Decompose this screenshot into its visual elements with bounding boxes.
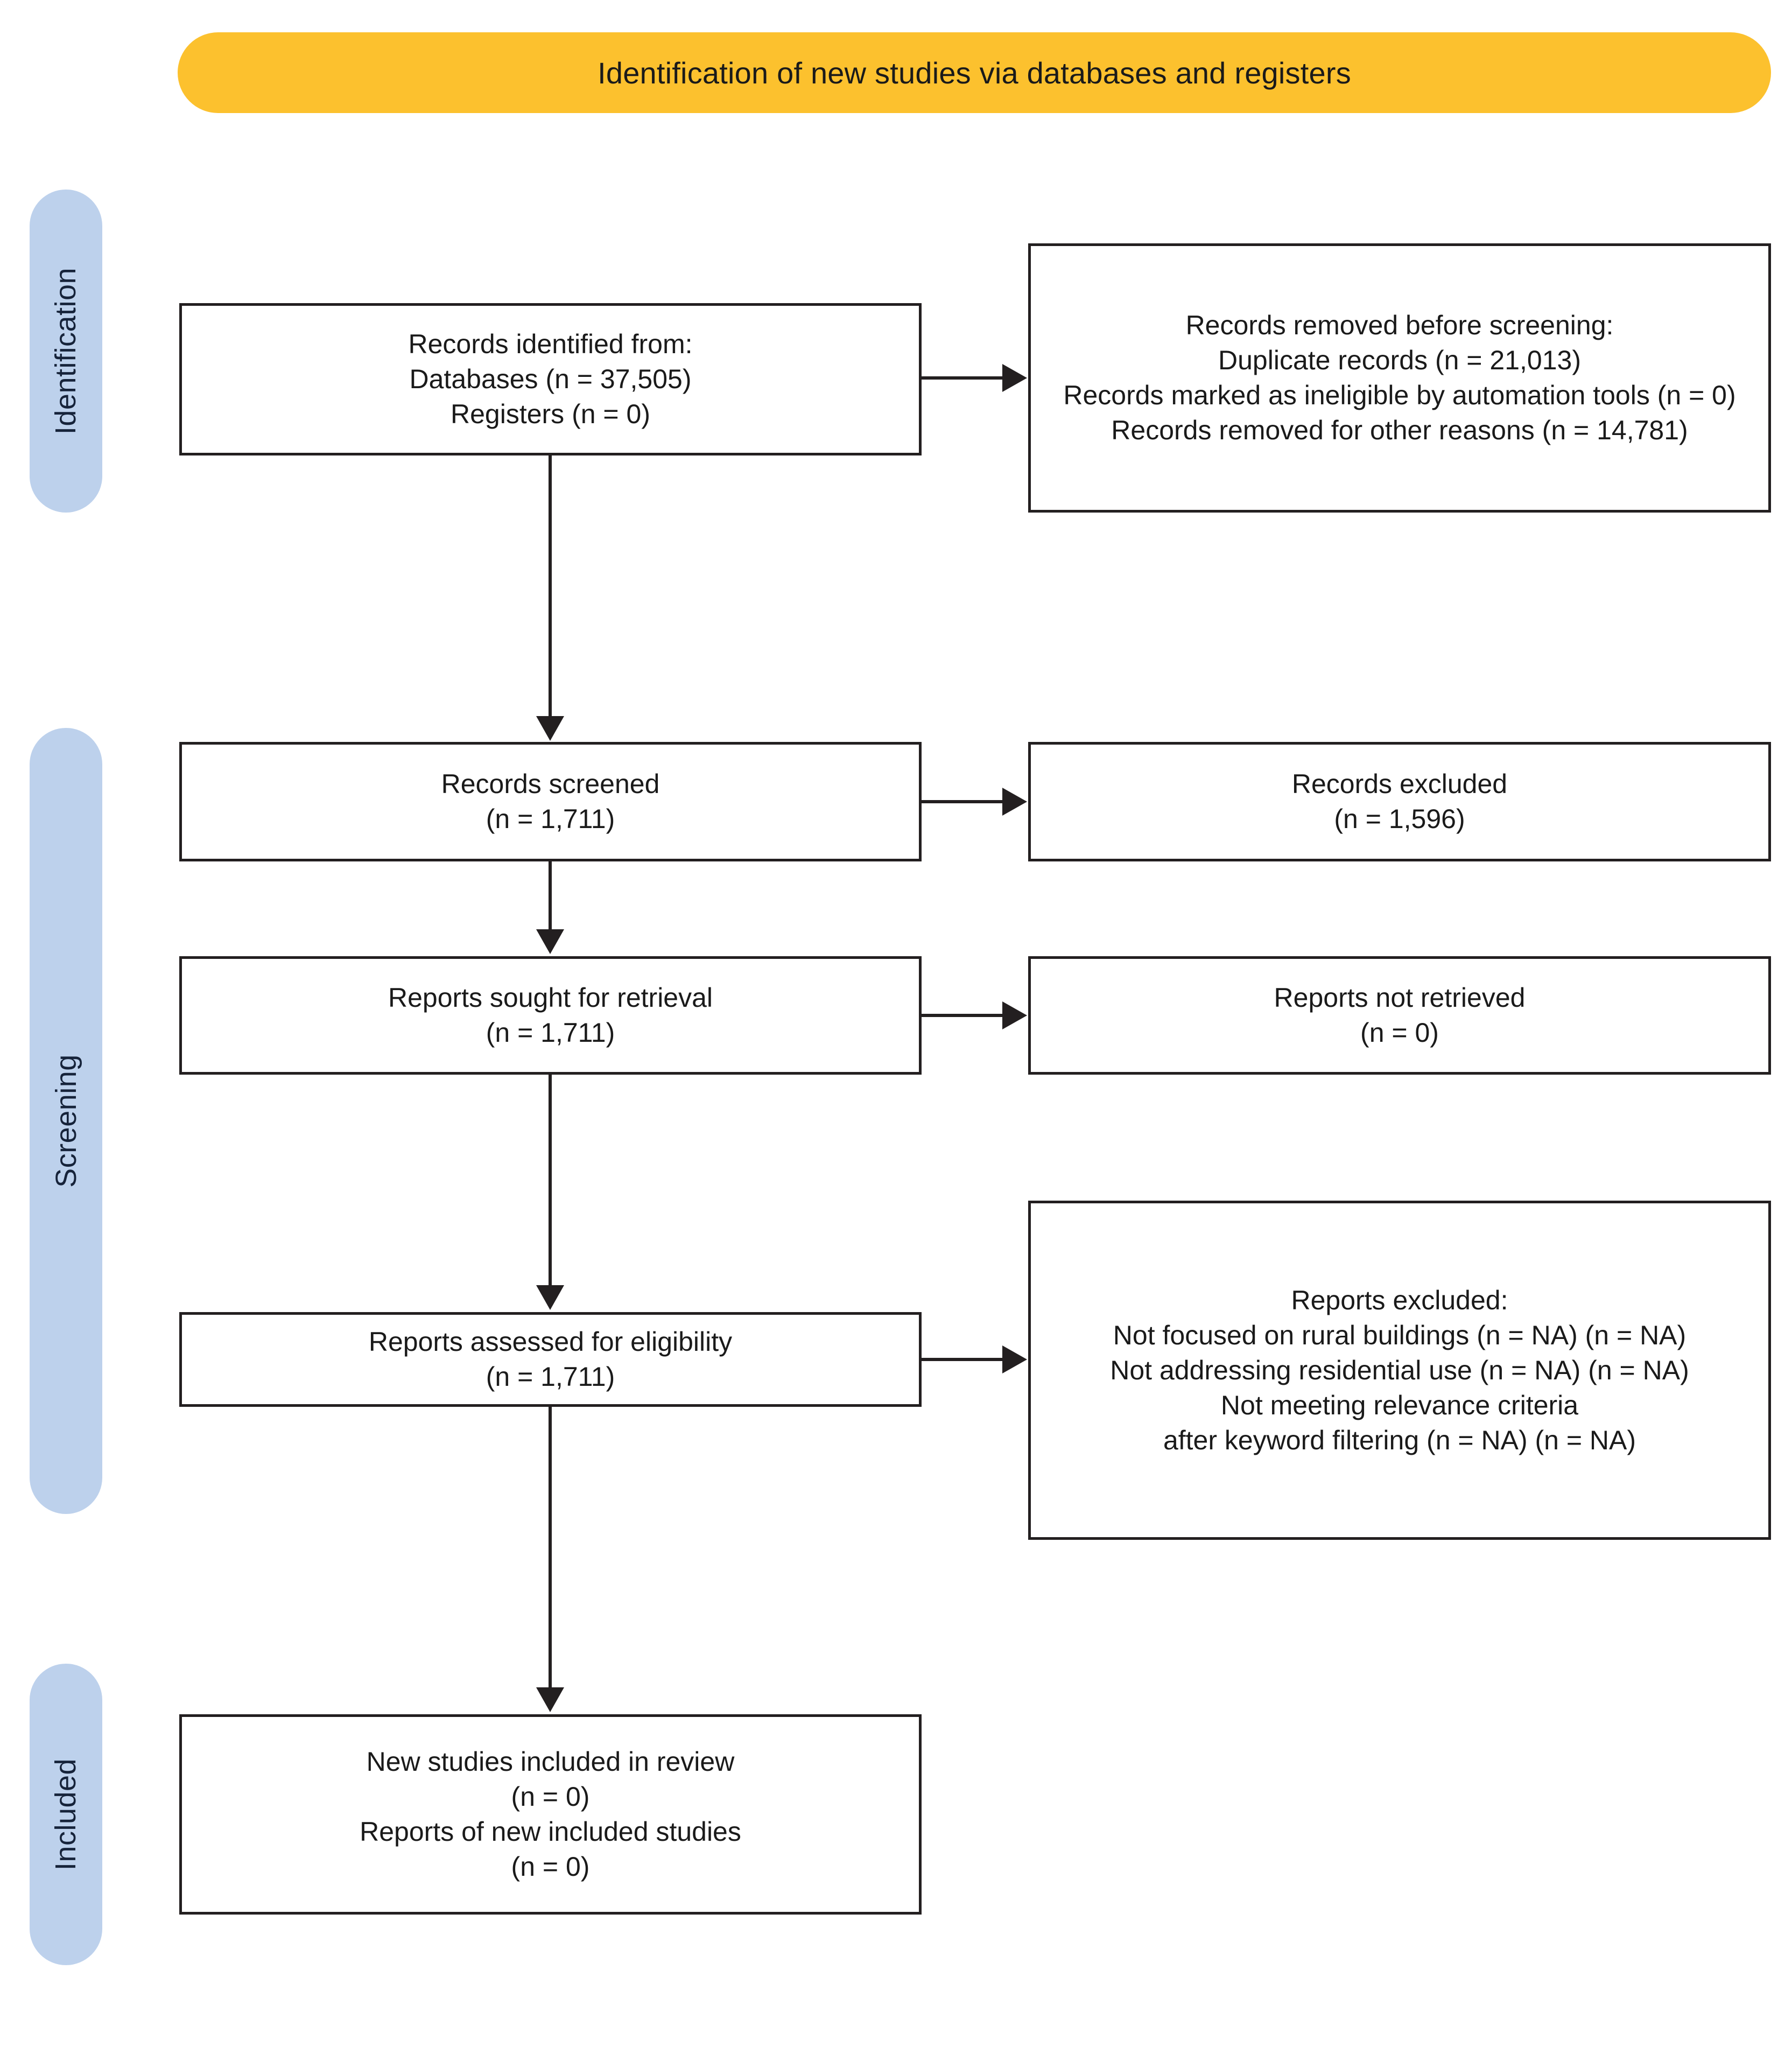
connector-identified-to-removed xyxy=(922,376,1002,380)
box-reports-excluded: Reports excluded: Not focused on rural b… xyxy=(1028,1201,1771,1540)
arrowhead-right-to-not-retrieved xyxy=(1002,1001,1027,1029)
box-reports-not-retrieved: Reports not retrieved (n = 0) xyxy=(1028,956,1771,1075)
arrowhead-down-to-screened xyxy=(536,716,564,741)
box-reports-not-retrieved-text: Reports not retrieved (n = 0) xyxy=(1274,983,1526,1048)
arrowhead-down-to-included xyxy=(536,1687,564,1712)
box-records-removed-text: Records removed before screening: Duplic… xyxy=(1063,310,1736,445)
connector-assessed-to-included xyxy=(549,1407,552,1695)
box-reports-assessed-for-eligibility: Reports assessed for eligibility (n = 1,… xyxy=(179,1312,922,1407)
box-reports-assessed-text: Reports assessed for eligibility (n = 1,… xyxy=(368,1327,733,1392)
box-records-screened-text: Records screened (n = 1,711) xyxy=(441,769,660,834)
stage-label-identification: Identification xyxy=(50,267,82,435)
connector-sought-to-not-retrieved xyxy=(922,1014,1002,1017)
box-new-studies-included: New studies included in review (n = 0) R… xyxy=(179,1714,922,1915)
connector-assessed-to-reports-excluded xyxy=(922,1358,1002,1361)
arrowhead-down-to-assessed xyxy=(536,1285,564,1310)
header-title: Identification of new studies via databa… xyxy=(598,55,1351,90)
arrowhead-down-to-sought xyxy=(536,929,564,954)
stage-label-included: Included xyxy=(50,1758,82,1871)
stage-pill-identification: Identification xyxy=(30,190,102,513)
stage-pill-screening: Screening xyxy=(30,728,102,1514)
box-reports-sought-text: Reports sought for retrieval (n = 1,711) xyxy=(388,983,713,1048)
box-records-screened: Records screened (n = 1,711) xyxy=(179,742,922,861)
stage-pill-included: Included xyxy=(30,1664,102,1965)
box-new-studies-included-text: New studies included in review (n = 0) R… xyxy=(360,1747,741,1882)
stage-label-screening: Screening xyxy=(50,1054,82,1188)
connector-identified-to-screened xyxy=(549,455,552,725)
box-records-removed-before-screening: Records removed before screening: Duplic… xyxy=(1028,243,1771,513)
header-banner: Identification of new studies via databa… xyxy=(178,32,1771,113)
box-records-identified-text: Records identified from: Databases (n = … xyxy=(408,329,693,429)
box-reports-excluded-text: Reports excluded: Not focused on rural b… xyxy=(1110,1285,1689,1455)
box-records-excluded: Records excluded (n = 1,596) xyxy=(1028,742,1771,861)
box-reports-sought-for-retrieval: Reports sought for retrieval (n = 1,711) xyxy=(179,956,922,1075)
box-records-excluded-text: Records excluded (n = 1,596) xyxy=(1291,769,1508,834)
connector-screened-to-sought xyxy=(549,861,552,937)
connector-sought-to-assessed xyxy=(549,1075,552,1293)
arrowhead-right-to-removed xyxy=(1002,364,1027,392)
box-records-identified: Records identified from: Databases (n = … xyxy=(179,303,922,455)
arrowhead-right-to-excluded xyxy=(1002,788,1027,816)
connector-screened-to-excluded xyxy=(922,800,1002,803)
arrowhead-right-to-reports-excluded xyxy=(1002,1345,1027,1373)
